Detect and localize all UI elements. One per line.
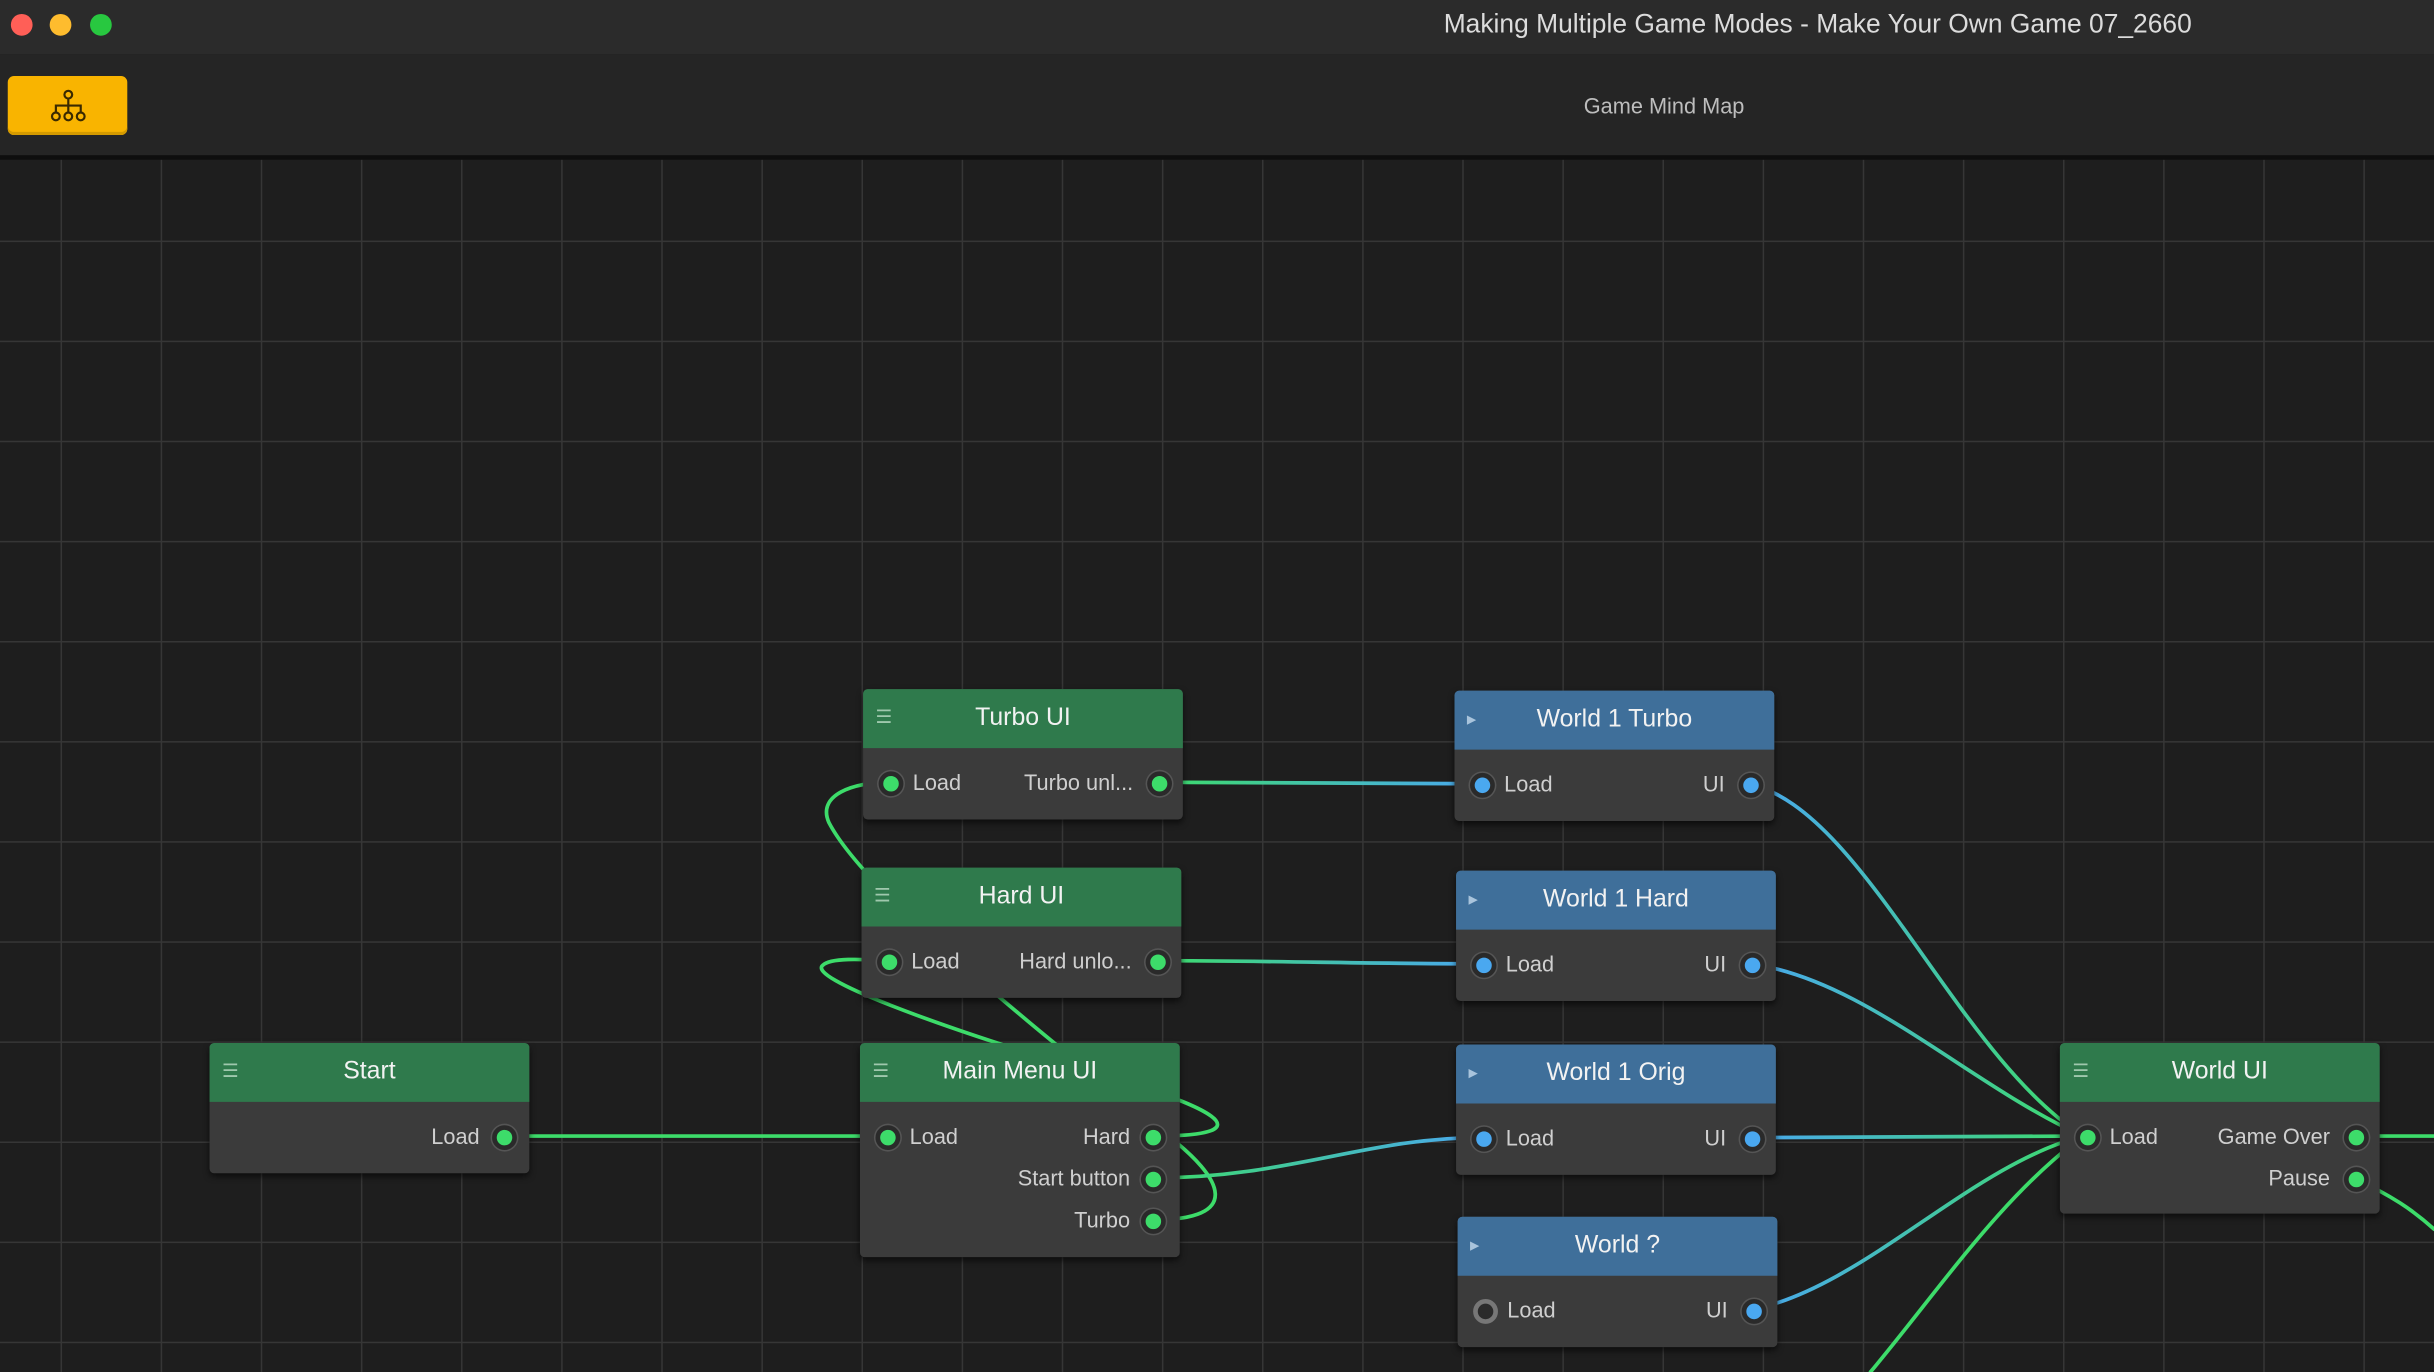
minimize-window-button[interactable] [49,13,72,36]
node-header[interactable]: ☰ Main Menu UI [859,1042,1180,1102]
node-header[interactable]: ☰ Turbo UI [863,689,1183,749]
port-label: Hard [1082,1123,1131,1149]
output-port[interactable] [1140,1209,1166,1234]
port-label: Pause [2268,1165,2331,1191]
window-title: Making Multiple Game Modes - Make Your O… [1443,9,2192,39]
node-header[interactable]: ☰ Hard UI [861,867,1182,927]
node-title: Turbo UI [975,704,1071,731]
input-port-empty[interactable] [1473,1299,1498,1324]
port-label: UI [1704,1125,1727,1151]
node-header[interactable]: ▸ World 1 Turbo [1454,690,1775,750]
node-world1-orig[interactable]: ▸ World 1 Orig Load UI [1456,1044,1776,1175]
scene-node-icon: ▸ [1468,1061,1478,1084]
port-label: Start button [1017,1165,1131,1191]
output-port[interactable] [1740,1126,1765,1152]
title-bar: Making Multiple Game Modes - Make Your O… [0,0,2434,55]
scene-node-icon: ▸ [1468,887,1478,910]
output-port[interactable] [1740,952,1765,978]
node-title: Hard UI [978,883,1065,910]
input-port[interactable] [1471,1126,1497,1152]
node-title: World 1 Hard [1543,886,1689,913]
output-port[interactable] [1145,949,1171,975]
scene-node-icon: ▸ [1466,707,1477,730]
output-port[interactable] [1140,1167,1166,1192]
output-port[interactable] [1741,1299,1767,1324]
ui-node-icon: ☰ [875,706,893,728]
toolbar: Game Mind Map [0,54,2434,160]
hierarchy-icon [50,89,85,122]
port-label: Load [909,1123,959,1149]
input-port[interactable] [878,771,904,797]
node-header[interactable]: ☰ Start [209,1042,530,1102]
port-label: Load [1504,771,1553,797]
port-label: Load [911,948,960,974]
input-port[interactable] [1470,772,1495,798]
node-title: World 1 Orig [1546,1060,1686,1087]
output-port[interactable] [1140,1125,1166,1151]
port-label: Turbo unl... [1024,769,1134,795]
port-label: Load [912,769,962,795]
output-port[interactable] [492,1125,517,1151]
output-port[interactable] [2343,1125,2369,1151]
node-title: World 1 Turbo [1536,706,1693,733]
input-port[interactable] [2075,1125,2101,1151]
port-label: UI [1704,951,1727,977]
node-title: World UI [2171,1058,2268,1085]
port-label: UI [1705,1297,1728,1323]
port-label: Load [431,1123,480,1149]
node-main-menu-ui[interactable]: ☰ Main Menu UI Load Hard Start button Tu… [859,1042,1180,1258]
node-header[interactable]: ▸ World 1 Hard [1456,870,1776,930]
node-start[interactable]: ☰ Start Load [209,1042,530,1174]
port-label: Game Over [2217,1123,2331,1149]
zoom-window-button[interactable] [90,13,112,36]
port-label: Load [1507,1297,1556,1323]
port-label: UI [1702,771,1725,797]
node-title: World ? [1574,1232,1661,1259]
input-port[interactable] [877,949,902,975]
node-world1-turbo[interactable]: ▸ World 1 Turbo Load UI [1454,690,1775,822]
port-label: Hard unlo... [1019,948,1132,974]
node-header[interactable]: ☰ World UI [2059,1042,2380,1102]
node-turbo-ui[interactable]: ☰ Turbo UI Load Turbo unl... [863,689,1183,820]
node-title: Main Menu UI [942,1058,1098,1085]
scene-node-icon: ▸ [1470,1233,1480,1256]
hierarchy-button[interactable] [7,76,128,136]
graph-title: Game Mind Map [1583,93,1745,118]
input-port[interactable] [875,1125,901,1151]
output-port[interactable] [1147,771,1172,797]
port-label: Load [1505,951,1555,977]
node-world-unknown[interactable]: ▸ World ? Load UI [1457,1216,1778,1348]
port-label: Load [2109,1123,2158,1149]
close-window-button[interactable] [10,13,33,36]
node-hard-ui[interactable]: ☰ Hard UI Load Hard unlo... [861,867,1182,998]
node-title: Start [343,1058,396,1085]
node-world-ui[interactable]: ☰ World UI Load Game Over Pause [2059,1042,2380,1214]
output-port[interactable] [1738,772,1764,798]
ui-node-icon: ☰ [872,1060,890,1082]
ui-node-icon: ☰ [221,1060,239,1082]
port-label: Turbo [1074,1207,1131,1233]
ui-node-icon: ☰ [2072,1060,2090,1082]
port-label: Load [1505,1125,1555,1151]
node-header[interactable]: ▸ World 1 Orig [1456,1044,1776,1104]
output-port[interactable] [2343,1167,2369,1192]
ui-node-icon: ☰ [873,884,891,907]
input-port[interactable] [1471,952,1497,978]
node-header[interactable]: ▸ World ? [1457,1216,1778,1276]
node-world1-hard[interactable]: ▸ World 1 Hard Load UI [1456,870,1776,1002]
